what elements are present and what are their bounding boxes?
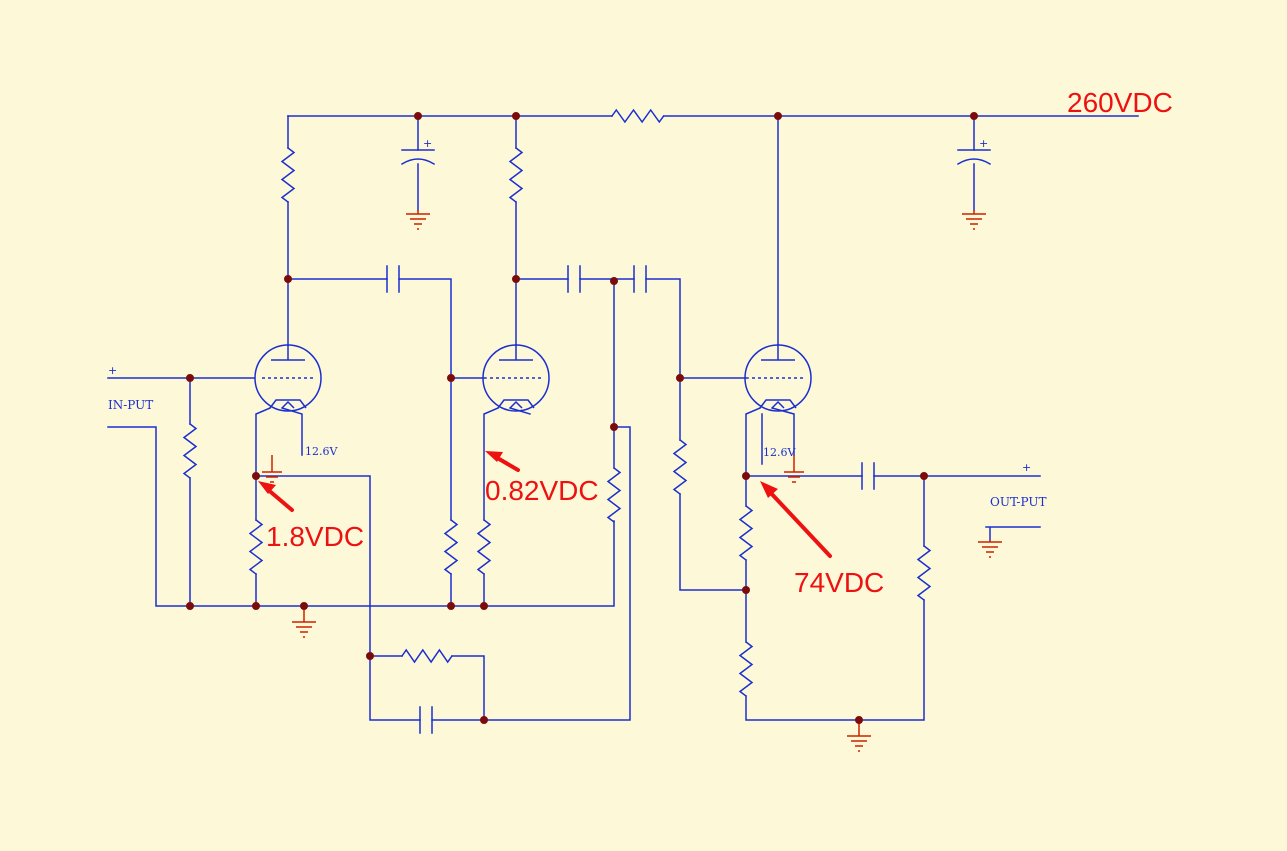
- resistor-cathode-3b: [738, 640, 754, 698]
- capacitor-coupling-1: [386, 265, 400, 293]
- resistor-grid-3: [672, 438, 688, 496]
- voltage-arrows: [258, 451, 832, 558]
- cathode-voltage-1: 1.8VDC: [266, 521, 364, 552]
- input-label: IN-PUT: [108, 398, 153, 412]
- supply-voltage-label: 260VDC: [1067, 87, 1173, 118]
- heater-label-2: 12.6V: [763, 446, 796, 459]
- resistor-output-load: [916, 544, 932, 602]
- capacitor-coupling-2: [567, 265, 581, 293]
- capacitors: [386, 149, 992, 734]
- ground-icon: [962, 210, 986, 230]
- output-label: OUT-PUT: [990, 495, 1046, 509]
- resistor-cathode-2: [476, 518, 492, 576]
- wires: [107, 115, 1139, 721]
- vacuum-tube-1: [254, 344, 322, 412]
- resistor-cathode-3a: [738, 504, 754, 562]
- cathode-voltage-2: 0.82VDC: [485, 475, 599, 506]
- resistor-cathode-1: [248, 518, 264, 576]
- plus-sign: +: [108, 364, 117, 377]
- grounds: [262, 210, 1002, 752]
- heater-label-1: 12.6V: [305, 445, 338, 458]
- resistor-plate-1: [280, 146, 296, 204]
- resistor-grid-leak-1: [182, 422, 198, 480]
- resistor-feedback-shunt: [606, 466, 622, 524]
- ground-icon: [978, 540, 1002, 558]
- ground-icon: [262, 455, 282, 483]
- ground-icon: [784, 455, 804, 483]
- vacuum-tube-2: [482, 344, 550, 412]
- cathode-voltage-3: 74VDC: [794, 567, 884, 598]
- resistors: [182, 108, 932, 698]
- resistor-dropping: [610, 108, 665, 124]
- capacitor-output: [861, 462, 875, 490]
- junctions: [186, 112, 978, 724]
- ground-icon: [292, 606, 316, 638]
- capacitor-feedback: [419, 706, 433, 734]
- capacitor-filter-2: [956, 149, 992, 166]
- capacitor-filter-1: [400, 149, 436, 166]
- plus-sign: +: [1022, 461, 1031, 474]
- vacuum-tube-3: [744, 344, 812, 412]
- ground-icon: [847, 720, 871, 752]
- ground-icon: [406, 210, 430, 230]
- plus-sign: +: [423, 137, 432, 150]
- resistor-plate-2: [508, 146, 524, 204]
- resistor-grid-leak-2: [443, 518, 459, 576]
- resistor-feedback: [400, 648, 453, 664]
- plus-sign: +: [979, 137, 988, 150]
- capacitor-coupling-3: [633, 265, 647, 293]
